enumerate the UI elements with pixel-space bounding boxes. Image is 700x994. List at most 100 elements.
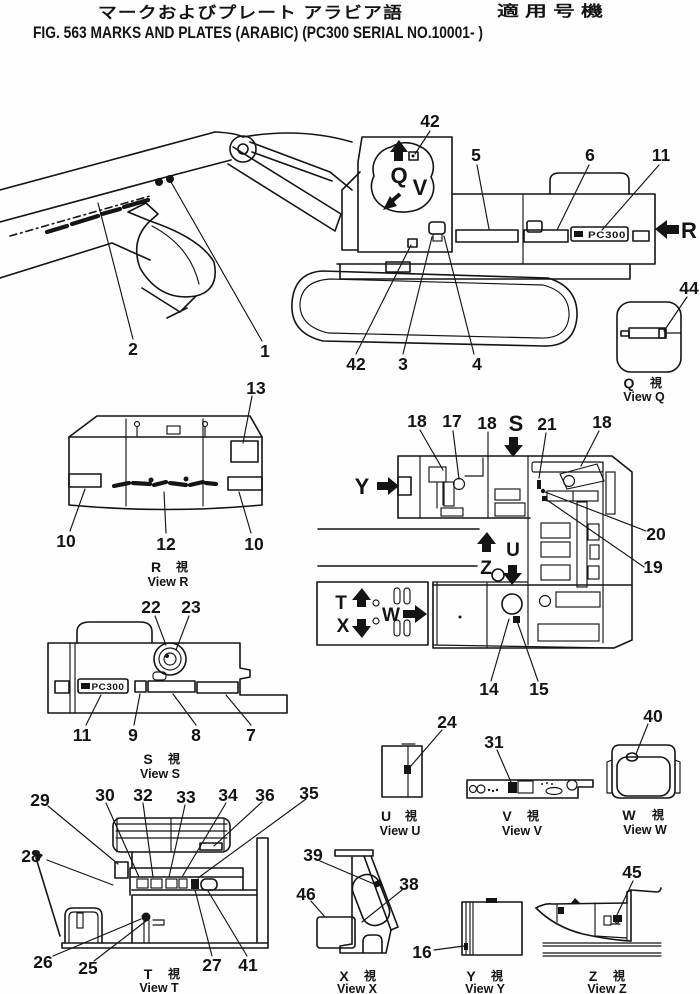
view-u-part bbox=[381, 745, 423, 798]
callout-3: 3 bbox=[398, 354, 408, 374]
view-w-label-letter: W bbox=[622, 807, 636, 823]
callout-32: 32 bbox=[133, 785, 153, 805]
decal-pill bbox=[393, 587, 401, 605]
callout-8: 8 bbox=[191, 725, 201, 745]
callout-24: 24 bbox=[437, 712, 457, 732]
arrow-right-w-icon bbox=[403, 605, 427, 623]
side-notch bbox=[397, 476, 412, 496]
panel-plate bbox=[517, 780, 534, 794]
deck-plate bbox=[555, 591, 601, 608]
brand-logo-icon bbox=[574, 231, 583, 237]
deck-plate bbox=[537, 623, 600, 642]
door-handle bbox=[526, 220, 543, 233]
view-t-drawing: 29 30 32 33 34 36 35 28 26 25 27 41 T 視 … bbox=[21, 783, 319, 994]
mark-dot bbox=[155, 178, 163, 186]
mark-under-tab bbox=[432, 233, 443, 242]
switch-30-target bbox=[136, 878, 149, 889]
view-y-tab bbox=[486, 898, 497, 903]
callout-5: 5 bbox=[471, 145, 481, 165]
leader-lines bbox=[85, 615, 252, 726]
view-t-label-letter: T bbox=[144, 966, 153, 982]
plate-29-target bbox=[114, 861, 129, 879]
boom-cylinder bbox=[242, 132, 353, 143]
pc300-plate-text: PC300 bbox=[588, 230, 626, 240]
direction-letter-z: Z bbox=[480, 558, 492, 579]
txw-decal-box bbox=[316, 581, 429, 646]
pc300-plate bbox=[570, 226, 629, 242]
view-x-label-kanji: 視 bbox=[363, 968, 376, 983]
callout-33: 33 bbox=[176, 787, 196, 807]
vent bbox=[540, 522, 571, 539]
view-w-drawing: 40 W 視 View W bbox=[606, 706, 681, 837]
plate-10-right-target bbox=[227, 476, 263, 491]
direction-arrow-line bbox=[35, 857, 61, 937]
switch-32-target bbox=[150, 878, 163, 889]
leader-line bbox=[496, 749, 512, 783]
direction-letter-x: X bbox=[337, 616, 350, 637]
arrow-stem bbox=[390, 192, 402, 203]
vent bbox=[540, 541, 571, 558]
dot bbox=[487, 788, 491, 792]
direction-letter-u: U bbox=[506, 540, 520, 561]
hood-bump bbox=[152, 671, 167, 681]
mark-40-target bbox=[625, 752, 639, 762]
view-t-label-kanji: 視 bbox=[167, 966, 180, 981]
view-r-label-en: View R bbox=[148, 575, 189, 589]
decal-pill bbox=[393, 619, 401, 637]
leader-lines bbox=[69, 395, 253, 534]
callout-13: 13 bbox=[246, 378, 266, 398]
view-x-drawing: 39 38 46 X 視 View X bbox=[296, 845, 419, 994]
mark-dot bbox=[183, 476, 189, 482]
callout-41: 41 bbox=[238, 955, 258, 975]
front-mark bbox=[558, 907, 564, 914]
plate-10-left-target bbox=[68, 473, 102, 488]
view-r-label-letter: R bbox=[151, 559, 161, 575]
figure-title: FIG. 563 MARKS AND PLATES (ARABIC) (PC30… bbox=[33, 24, 483, 42]
emblem-23-target bbox=[163, 652, 177, 666]
callout-16: 16 bbox=[412, 942, 432, 962]
track-outer bbox=[291, 270, 578, 347]
mark-14-target bbox=[501, 593, 523, 615]
arrow-up-q-icon bbox=[390, 140, 408, 161]
view-z-top bbox=[535, 902, 628, 909]
view-r-panel-lines bbox=[125, 418, 204, 507]
callout-17: 17 bbox=[442, 411, 461, 431]
pc300-plate-side bbox=[77, 678, 129, 694]
view-z-block bbox=[556, 902, 628, 941]
view-r-top bbox=[68, 415, 263, 438]
callout-19: 19 bbox=[643, 557, 663, 577]
mark-42-top-target bbox=[408, 151, 419, 161]
mark-16-target bbox=[464, 943, 468, 950]
boom-pin-hole bbox=[229, 135, 257, 163]
view-z-drawing: 45 Z 視 View Z bbox=[535, 862, 662, 994]
arrow-up-z-icon bbox=[477, 532, 496, 552]
mark-21-target bbox=[537, 480, 541, 489]
view-u-label-kanji: 視 bbox=[404, 808, 417, 823]
direction-letter-w: W bbox=[382, 605, 400, 626]
vent bbox=[540, 564, 571, 581]
panel-hole bbox=[566, 779, 578, 791]
pillar-foot bbox=[339, 929, 392, 954]
decal-ring bbox=[372, 599, 380, 607]
plan-dividers bbox=[419, 455, 604, 646]
page-header: マークおよびプレート アラビア語 適 用 号 機 FIG. 563 MARKS … bbox=[33, 2, 603, 42]
dot bbox=[541, 783, 543, 785]
window-hole bbox=[351, 873, 391, 927]
view-z-belly bbox=[535, 907, 632, 942]
bucket-tooth bbox=[127, 202, 159, 222]
arrow-down-s-icon bbox=[504, 437, 523, 457]
stripe-decal-6-target bbox=[523, 229, 569, 243]
panel-hole bbox=[468, 784, 478, 794]
mark-17-target bbox=[452, 477, 466, 491]
callout-31: 31 bbox=[484, 732, 504, 752]
callout-26: 26 bbox=[33, 952, 53, 972]
callout-42-bottom: 42 bbox=[346, 354, 366, 374]
arrow-down-x-icon bbox=[352, 619, 371, 638]
callout-28: 28 bbox=[21, 846, 41, 866]
rail bbox=[576, 501, 588, 588]
emblem-ring bbox=[158, 647, 182, 671]
view-s-label-en: View S bbox=[140, 767, 180, 781]
boom-tip bbox=[169, 131, 244, 177]
